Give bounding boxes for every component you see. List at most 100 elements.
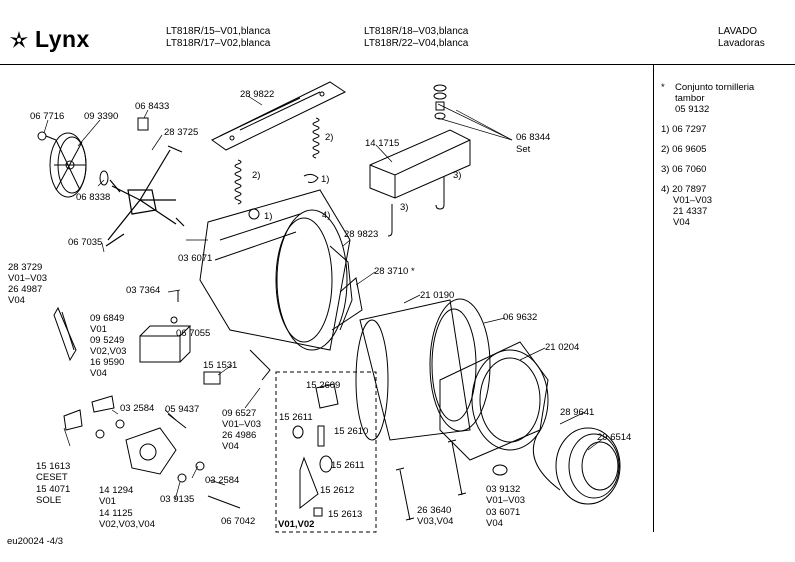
part-number: 06 8344 <box>516 132 551 143</box>
brand-name: Lynx <box>35 26 90 52</box>
variant-label: V04 <box>486 518 503 529</box>
nut-part <box>115 419 125 429</box>
model-line: LT818R/18–V03,blanca <box>364 26 469 37</box>
part-number: 06 7042 <box>221 516 256 527</box>
variant-label: V01 <box>99 496 116 507</box>
note-item: 2) 06 9605 <box>661 144 707 155</box>
part-number: 06 9632 <box>503 312 538 323</box>
nut-part <box>177 473 187 483</box>
note-text: Conjunto tornilleria <box>675 82 755 93</box>
part-number: 05 9437 <box>165 404 200 415</box>
part-number: 15 2613 <box>328 509 363 520</box>
suspension-spring <box>312 117 320 159</box>
part-number: 21 0204 <box>545 342 580 353</box>
lever-part <box>329 245 353 331</box>
bolt-part <box>37 131 57 141</box>
document-code: eu20024 -4/3 <box>7 536 63 547</box>
hook-part <box>303 173 319 183</box>
nut-part <box>95 429 105 439</box>
callout-label: 3) <box>453 170 462 181</box>
callout-label: 2) <box>252 170 261 181</box>
part-number: 21 0190 <box>420 290 455 301</box>
suspension-spring <box>234 159 242 205</box>
notes-panel: * Conjunto tornilleria tambor 05 9132 1)… <box>661 82 791 237</box>
washer-part <box>99 170 109 186</box>
note-text: 21 4337 <box>673 206 708 217</box>
inner-drum <box>355 298 491 441</box>
lynx-logo-icon <box>10 30 28 48</box>
model-line: LT818R/17–V02,blanca <box>166 38 271 49</box>
variant-label: CESET <box>36 472 68 483</box>
header-rule <box>0 64 795 65</box>
note-item: 3) 06 7060 <box>661 164 707 175</box>
drum-spider <box>105 145 185 247</box>
heater-element <box>139 325 192 363</box>
part-number: 06 7055 <box>176 328 211 339</box>
grommet-part <box>248 208 260 220</box>
shock-absorber <box>447 439 467 496</box>
part-number: 28 3725 <box>164 127 199 138</box>
callout-label: 3) <box>400 202 409 213</box>
part-number: 06 7035 <box>68 237 103 248</box>
thermostat-part <box>203 349 271 385</box>
variant-label: V02,V03 <box>90 346 127 357</box>
pulley-wheel <box>49 132 87 198</box>
part-number: 09 6527 <box>222 408 257 419</box>
category-label: LAVADO <box>718 26 758 37</box>
part-number: 15 2611 <box>331 460 365 471</box>
variant-group-label: V01,V02 <box>278 519 315 530</box>
part-number: 15 1613 <box>36 461 71 472</box>
note-text: 05 9132 <box>675 104 710 115</box>
variant-label: V04 <box>222 441 239 452</box>
notes-divider <box>653 64 654 532</box>
callout-label: 1) <box>321 174 330 185</box>
part-number: 15 2609 <box>306 380 341 391</box>
part-number: 14 1294 <box>99 485 134 496</box>
part-number: 09 6849 <box>90 313 125 324</box>
variant-label: V02,V03,V04 <box>99 519 155 530</box>
subcategory-label: Lavadoras <box>718 38 765 49</box>
variant-label: V01–V03 <box>8 273 48 284</box>
part-number: 26 4987 <box>8 284 43 295</box>
note-text: 4) 20 7897 <box>661 184 707 195</box>
variant-label: V04 <box>8 295 25 306</box>
part-number: 06 8433 <box>135 101 170 112</box>
nut-part <box>492 464 508 476</box>
hook-part <box>387 204 393 237</box>
part-number: 03 9135 <box>160 494 195 505</box>
part-number: 03 2584 <box>205 475 240 486</box>
exploded-view-drawing <box>37 81 621 533</box>
damper-bracket <box>331 277 363 331</box>
part-number: 28 9641 <box>560 407 595 418</box>
part-number: 09 5249 <box>90 335 125 346</box>
variant-label: V01–V03 <box>486 495 526 506</box>
part-number: 03 9132 <box>486 484 521 495</box>
nut-part <box>195 461 205 471</box>
part-number: 26 4986 <box>222 430 257 441</box>
shock-absorber <box>395 467 415 521</box>
part-number: 03 6071 <box>178 253 213 264</box>
latch-assembly <box>292 383 339 517</box>
outer-tub <box>199 189 351 351</box>
note-item: 1) 06 7297 <box>661 124 707 135</box>
part-number: 09 3390 <box>84 111 119 122</box>
clip-part <box>137 117 149 131</box>
part-number: 28 9823 <box>344 229 379 240</box>
part-number: 29 6514 <box>597 432 632 443</box>
door-seal <box>555 427 621 505</box>
part-number: 15 2610 <box>334 426 369 437</box>
screw-part <box>170 316 178 324</box>
part-number: 15 2611 <box>279 412 313 423</box>
hook-part <box>435 176 445 210</box>
variant-label: V01–V03 <box>222 419 262 430</box>
bolt-part <box>207 495 241 509</box>
part-number: 03 2584 <box>120 403 155 414</box>
brand-logo: Lynx <box>8 26 90 53</box>
part-number: 28 3710 * <box>374 266 415 277</box>
part-number: 14 1715 <box>365 138 400 149</box>
drive-belt <box>53 306 77 362</box>
mounting-bracket <box>211 81 347 151</box>
fastener-stack <box>433 84 447 120</box>
part-number: 28 3729 <box>8 262 43 273</box>
variant-label: V03,V04 <box>417 516 454 527</box>
